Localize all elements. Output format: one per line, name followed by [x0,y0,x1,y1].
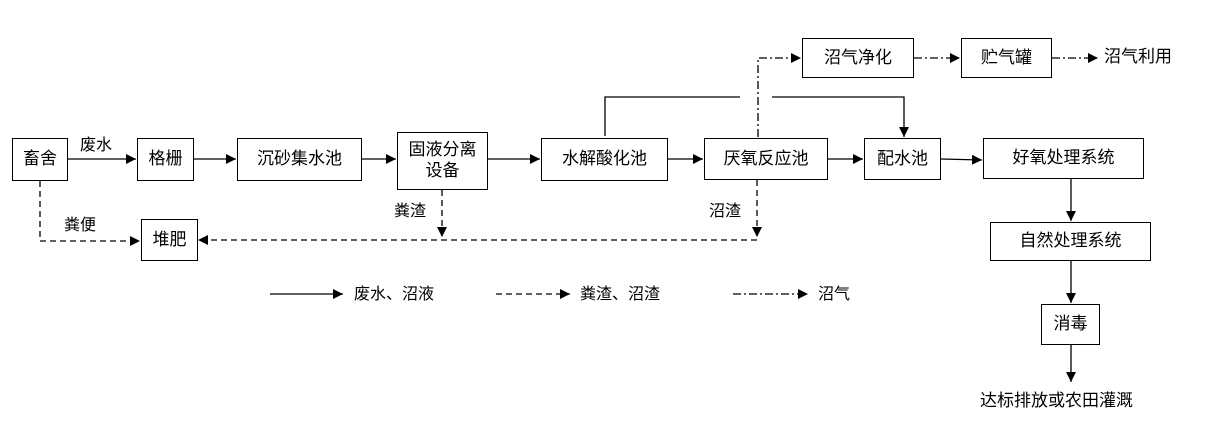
node-gas-tank-text: 贮气罐 [981,47,1032,68]
node-distribution-tank: 配水池 [864,138,941,180]
node-biogas-purification: 沼气净化 [802,38,914,78]
node-hydrolysis-tank: 水解酸化池 [541,138,668,181]
node-gas-tank: 贮气罐 [961,38,1052,78]
node-hydrolysis-tank-text: 水解酸化池 [562,149,647,169]
label-wastewater: 废水 [80,135,113,154]
node-compost-text: 堆肥 [152,229,187,250]
node-natural-system-text: 自然处理系统 [1019,231,1122,251]
node-separator: 固液分离 设备 [397,132,488,190]
node-natural-system: 自然处理系统 [990,222,1151,261]
node-grille-text: 格栅 [148,149,183,169]
label-manure: 粪便 [64,215,97,234]
legend-dashed-label: 粪渣、沼渣 [580,284,661,303]
label-manure-residue: 粪渣 [394,201,427,220]
biogas-anaerobic-to-purification [757,53,801,137]
node-grit-tank: 沉砂集水池 [237,138,362,181]
node-grille: 格栅 [137,138,194,181]
label-biogas-residue: 沼渣 [709,201,742,220]
legend-solid-label: 废水、沼液 [354,284,435,303]
node-grit-tank-text: 沉砂集水池 [257,149,342,169]
node-disinfection-text: 消毒 [1053,314,1088,334]
arrow-distribution-to-aerobic [940,154,983,165]
node-separator-line1: 固液分离 [408,140,477,160]
node-compost: 堆肥 [141,219,198,261]
node-aerobic-system-text: 好氧处理系统 [1012,148,1115,168]
node-distribution-tank-text: 配水池 [877,148,928,169]
node-anaerobic-tank: 厌氧反应池 [704,138,828,180]
dashed-shed-to-compost [39,181,140,246]
bypass-line-right [772,96,909,137]
label-biogas-use: 沼气利用 [1104,47,1172,67]
node-livestock-shed: 畜舍 [12,138,68,181]
node-biogas-purification-text: 沼气净化 [824,47,892,68]
node-livestock-shed-text: 畜舍 [23,149,57,169]
bypass-line-left [604,96,740,136]
node-anaerobic-tank-text: 厌氧反应池 [723,148,809,169]
node-separator-line2: 设备 [425,161,460,181]
legend-dashdot-label: 沼气 [818,284,851,303]
label-final-outlet: 达标排放或农田灌溉 [980,391,1133,411]
node-aerobic-system: 好氧处理系统 [983,138,1144,179]
node-disinfection: 消毒 [1041,304,1100,345]
